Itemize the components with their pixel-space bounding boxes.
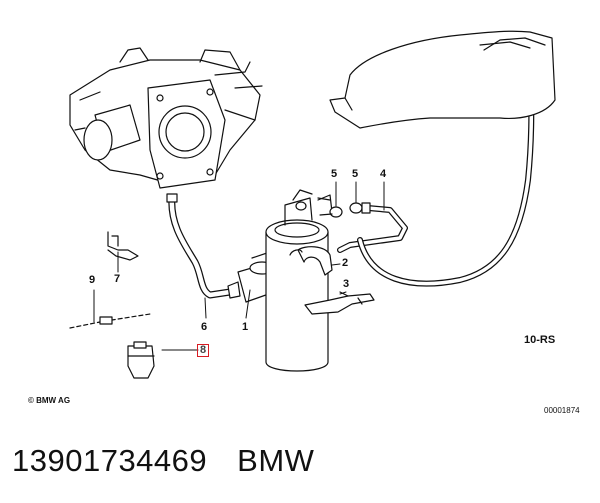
- callout-6[interactable]: 6: [201, 321, 208, 333]
- callout-2[interactable]: 2: [342, 257, 349, 269]
- callout-5b[interactable]: 5: [352, 168, 359, 180]
- bracket-2-drawing: [289, 246, 333, 276]
- clip-7-drawing: [107, 231, 139, 261]
- leader-lines: [93, 181, 385, 351]
- callout-8-highlighted[interactable]: 8: [197, 344, 210, 357]
- fitting-5-drawing: [317, 197, 363, 218]
- drawing-number: 00001874: [544, 406, 580, 415]
- fuel-tank-drawing: [329, 30, 556, 129]
- callout-4[interactable]: 4: [380, 168, 387, 180]
- tube-4-drawing: [337, 202, 408, 253]
- line-9-drawing: [69, 313, 151, 329]
- callout-3[interactable]: 3: [343, 278, 350, 290]
- brand-name: BMW: [237, 443, 315, 478]
- copyright-label: © BMW AG: [28, 396, 71, 405]
- footer-caption: 13901734469 BMW: [12, 443, 314, 479]
- part-number: 13901734469: [12, 443, 208, 478]
- callout-9[interactable]: 9: [89, 274, 96, 286]
- callout-7[interactable]: 7: [114, 273, 121, 285]
- hose-6-drawing: [166, 193, 234, 299]
- parts-diagram: [69, 30, 556, 379]
- bracket-3-drawing: [304, 291, 375, 315]
- variant-label: 10-RS: [524, 334, 556, 346]
- callout-5a[interactable]: 5: [331, 168, 338, 180]
- throttle-body-drawing: [69, 47, 263, 189]
- connector-8-drawing: [127, 341, 155, 379]
- canister-drawing: [265, 189, 333, 372]
- callout-1[interactable]: 1: [242, 321, 249, 333]
